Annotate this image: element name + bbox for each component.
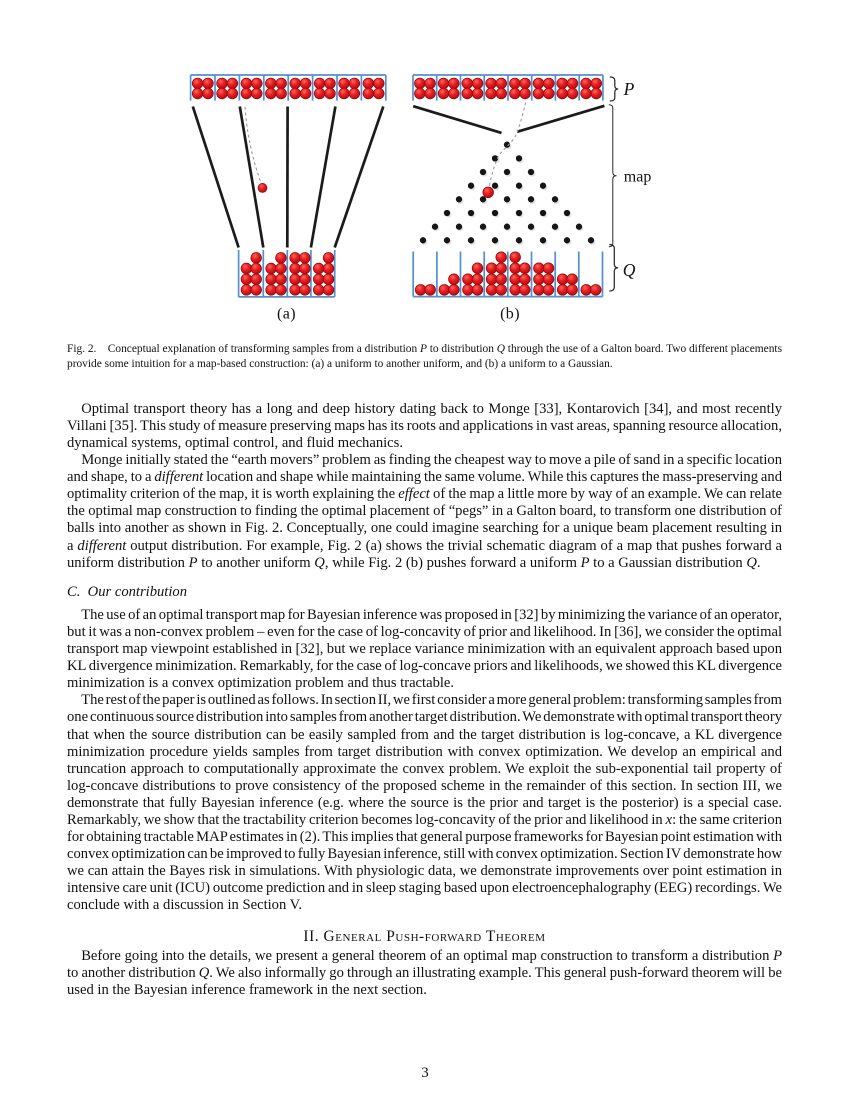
svg-text:map: map [624, 168, 652, 185]
svg-text:(a): (a) [277, 306, 296, 323]
svg-text:Q: Q [623, 260, 636, 280]
svg-text:(b): (b) [500, 306, 520, 323]
svg-text:P: P [623, 79, 635, 99]
